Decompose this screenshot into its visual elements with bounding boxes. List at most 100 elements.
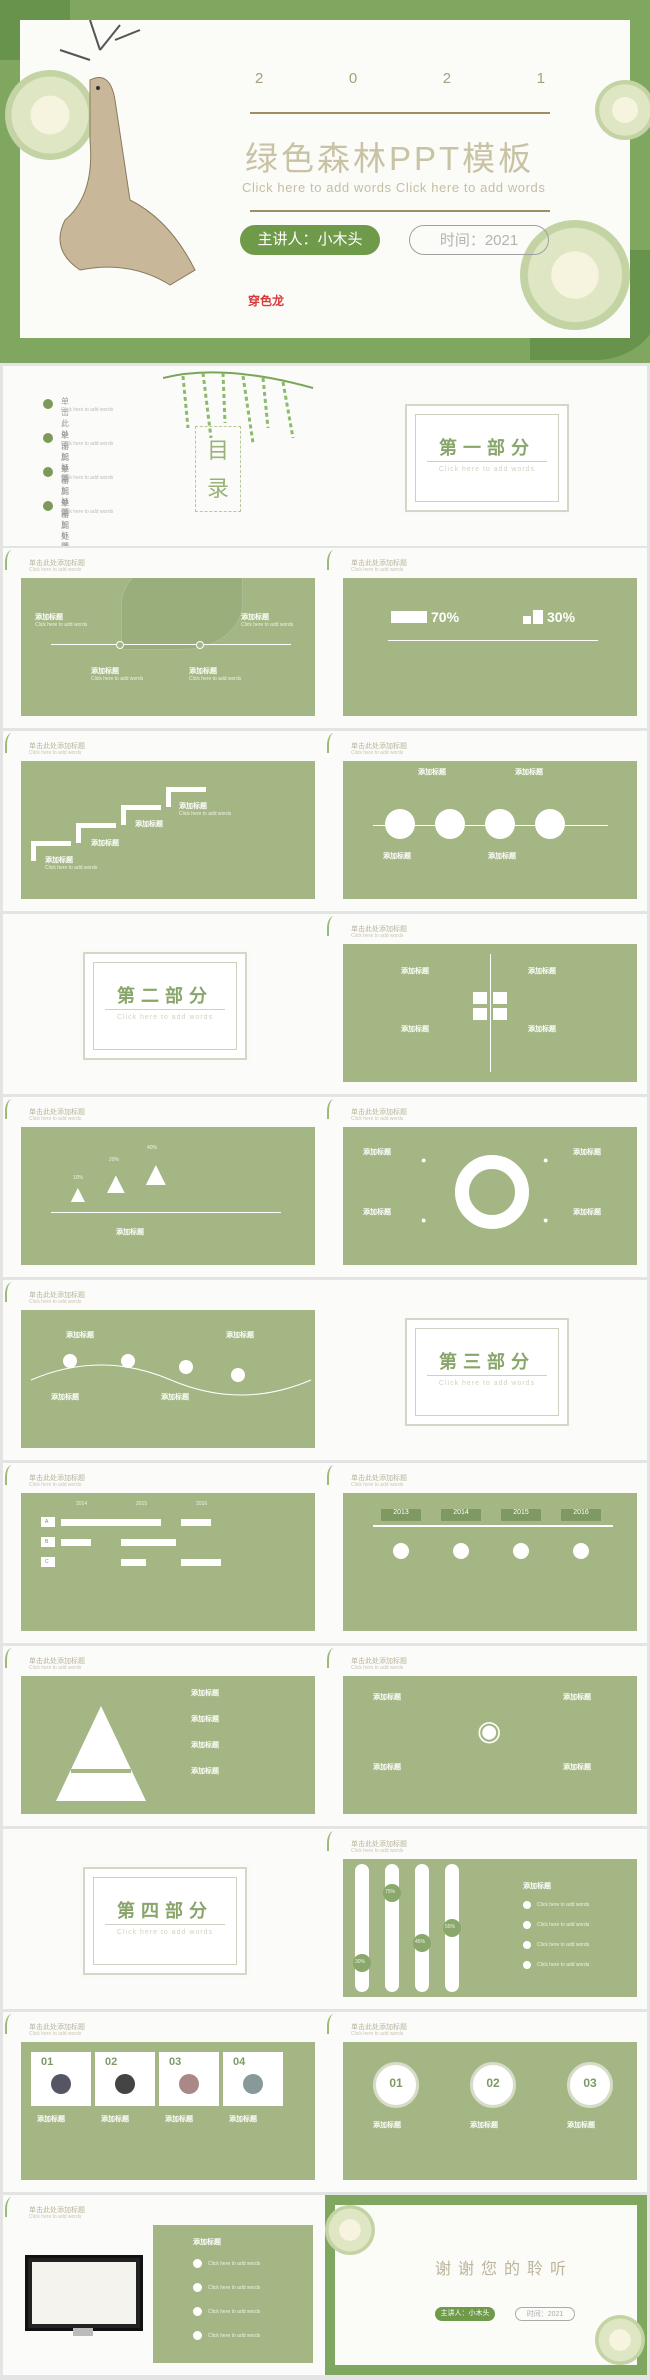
content-panel: 添加标题 添加标题 添加标题 添加标题 Click here to add wo… — [21, 761, 315, 899]
slide-header-sub: Click here to add words — [29, 1116, 82, 1122]
step-number: 02 — [105, 2056, 118, 2068]
item-title: 添加标题 — [189, 668, 217, 675]
ring-chart — [455, 1155, 529, 1229]
globe-icon — [485, 809, 515, 839]
step-title: 添加标题 — [91, 840, 119, 847]
flower-decoration — [5, 70, 95, 160]
year-digit: 0 — [348, 70, 358, 87]
icon-title: 添加标题 — [515, 769, 543, 776]
step-title: 添加标题 — [135, 821, 163, 828]
wave-title: 添加标题 — [66, 1332, 94, 1339]
content-panel: 01 02 03 添加标题 添加标题 添加标题 — [343, 2042, 637, 2180]
content-panel: 2014 2015 2016 A B C — [21, 1493, 315, 1631]
step-number: 01 — [41, 2056, 54, 2068]
arrow-pct: 20% — [109, 1157, 120, 1163]
step-text: Click here to add words — [45, 865, 98, 871]
arrow-up-icon: ▲ — [66, 1181, 90, 1208]
toc-glyph: 录 — [206, 476, 229, 501]
item-text: Click here to add words — [91, 676, 144, 682]
year-digit: 2 — [255, 70, 264, 87]
content-panel: 添加标题 添加标题 添加标题 添加标题 — [21, 1676, 315, 1814]
gauge-text: Click here to add words — [537, 1922, 590, 1928]
toc-item-label: 单击此处添加标题 — [61, 431, 69, 517]
toc-item-label: 单击此处添加标题 — [61, 465, 69, 546]
pyramid-title: 添加标题 — [191, 1690, 219, 1697]
wave-title: 添加标题 — [161, 1394, 189, 1401]
time-pill: 时间：2021 — [409, 225, 549, 255]
toc-item-label: 单击此处添加标题 — [61, 499, 69, 546]
circle-title: 添加标题 — [373, 2122, 401, 2129]
slide-header-sub: Click here to add words — [29, 2031, 82, 2037]
icon-title: 添加标题 — [488, 853, 516, 860]
year-tag: 2015 — [501, 1509, 541, 1521]
user-icon: ● — [543, 1215, 549, 1225]
icon-title: 添加标题 — [383, 853, 411, 860]
slide-header-sub: Click here to add words — [29, 1665, 82, 1671]
item-title: 添加标题 — [241, 614, 269, 621]
slide-header-sub: Click here to add words — [351, 1848, 404, 1854]
slide-header-sub: Click here to add words — [351, 1116, 404, 1122]
toc-title-box: 目 录 — [195, 426, 241, 512]
ring-title: 添加标题 — [573, 1209, 601, 1216]
flower-decoration — [595, 80, 650, 140]
year-tag: 2014 — [441, 1509, 481, 1521]
quad-title: 添加标题 — [401, 1026, 429, 1033]
row-label: B — [45, 1539, 49, 1545]
section-title: 第二部分 — [117, 986, 213, 1006]
item-text: Click here to add words — [35, 622, 88, 628]
quad-title: 添加标题 — [528, 968, 556, 975]
willow-decoration — [163, 371, 314, 444]
year-label: 2014 — [76, 1501, 88, 1507]
content-panel: ▲ ▲ ▲ 10% 20% 40% 添加标题 — [21, 1127, 315, 1265]
presenter-pill: 主讲人：小木头 — [240, 225, 380, 255]
link-icon — [393, 1543, 409, 1559]
slide-header: 单击此处添加标题 — [29, 2024, 85, 2031]
arrow-up-icon: ▲ — [139, 1155, 173, 1193]
step-number: 03 — [169, 2056, 182, 2068]
toc-item-sub: Click here to add words — [61, 475, 114, 481]
slide-header-sub: Click here to add words — [351, 933, 404, 939]
cover-year: 2 0 2 1 — [255, 70, 545, 87]
content-panel: 01 02 03 04 添加标题 添加标题 添加标题 添加标题 — [21, 2042, 315, 2180]
toc-item-sub: Click here to add words — [61, 407, 114, 413]
cover-slide: 2 0 2 1 绿色森林PPT模板 Click here to add word… — [0, 0, 650, 363]
slide-header-sub: Click here to add words — [29, 1482, 82, 1488]
content-panel: 添加标题 添加标题 添加标题 添加标题 — [343, 761, 637, 899]
bulb-title: 添加标题 — [563, 1694, 591, 1701]
slide-header: 单击此处添加标题 — [29, 2207, 85, 2214]
content-panel: 添加标题 Click here to add words Click here … — [153, 2225, 313, 2363]
gauge-pct: 30% — [355, 1959, 366, 1965]
section-title: 第四部分 — [117, 1901, 213, 1921]
quad-title: 添加标题 — [401, 968, 429, 975]
item-title: 添加标题 — [91, 668, 119, 675]
slide-header: 单击此处添加标题 — [351, 1841, 407, 1848]
row-label: A — [45, 1519, 49, 1525]
circle-title: 添加标题 — [567, 2122, 595, 2129]
item-title: 添加标题 — [35, 614, 63, 621]
section-subtitle: Click here to add words — [116, 1014, 214, 1021]
slide-header-sub: Click here to add words — [29, 1299, 82, 1305]
step-text: Click here to add words — [179, 811, 232, 817]
chevron-title: 添加标题 — [165, 2116, 193, 2123]
section-slide-2: 第二部分 Click here to add words — [3, 914, 325, 1094]
monitor-text: Click here to add words — [208, 2261, 261, 2267]
wave-title: 添加标题 — [51, 1394, 79, 1401]
slide-header-sub: Click here to add words — [29, 2214, 82, 2220]
slide-header-sub: Click here to add words — [351, 750, 404, 756]
gauge-pct: 45% — [415, 1939, 426, 1945]
gauge-text: Click here to add words — [537, 1942, 590, 1948]
circle-number: 03 — [583, 2076, 597, 2090]
slide-header: 单击此处添加标题 — [351, 926, 407, 933]
slide-header-sub: Click here to add words — [29, 567, 82, 573]
slide-header: 单击此处添加标题 — [351, 743, 407, 750]
title-rule-top — [250, 112, 550, 114]
content-panel: 添加标题 添加标题 添加标题 添加标题 ● ● ● ● — [343, 1127, 637, 1265]
